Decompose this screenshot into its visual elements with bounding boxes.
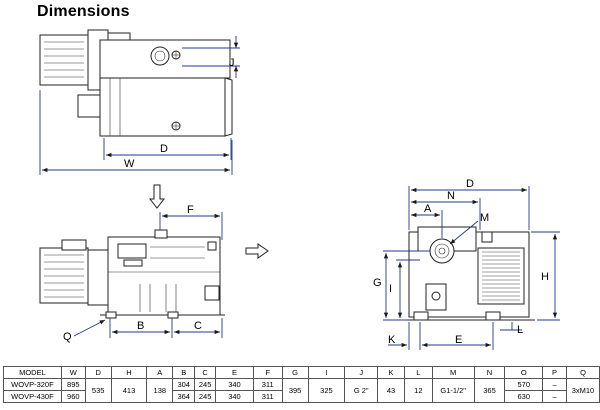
table-cell: 325 bbox=[307, 378, 346, 403]
side-view: F B C Q bbox=[39, 204, 225, 343]
table-cell: 340 bbox=[215, 390, 254, 403]
table-cell: – bbox=[542, 390, 567, 403]
table-header: L bbox=[403, 366, 433, 379]
dim-label-g: G bbox=[373, 277, 382, 289]
dim-label-f: F bbox=[187, 204, 194, 216]
dim-label-b: B bbox=[137, 320, 144, 332]
table-header: M bbox=[431, 366, 475, 379]
table-cell: 413 bbox=[110, 378, 148, 403]
view-right-arrow bbox=[245, 243, 269, 259]
table-cell: 340 bbox=[215, 378, 254, 391]
dim-label-l: L bbox=[517, 324, 523, 336]
table-header: W bbox=[60, 366, 86, 379]
dim-label-h: H bbox=[541, 271, 549, 283]
table-header: MODEL bbox=[3, 366, 62, 379]
table-cell: 535 bbox=[84, 378, 112, 403]
table-row: WOVP-320F 895 535 413 138 304 245 340 31… bbox=[3, 378, 600, 403]
motor-body-side bbox=[39, 247, 89, 304]
table-header: J bbox=[344, 366, 379, 379]
table-cell: – bbox=[542, 378, 567, 391]
dim-label-d-top: D bbox=[160, 143, 168, 155]
table-cell: 12 bbox=[403, 378, 433, 403]
table-header: D bbox=[84, 366, 112, 379]
table-header: H bbox=[110, 366, 148, 379]
table-cell: 395 bbox=[281, 378, 309, 403]
table-cell: 365 bbox=[473, 378, 506, 403]
dim-label-i: I bbox=[389, 283, 392, 295]
dim-label-c: C bbox=[194, 320, 202, 332]
table-header: O bbox=[504, 366, 544, 379]
table-header: B bbox=[172, 366, 196, 379]
table-cell: 895 bbox=[60, 378, 86, 391]
table-cell: 138 bbox=[146, 378, 174, 403]
table-cell: G1-1/2" bbox=[431, 378, 475, 403]
table-cell: 245 bbox=[194, 378, 217, 391]
view-down-arrow bbox=[148, 184, 166, 209]
dim-label-e: E bbox=[455, 334, 462, 346]
dim-label-q: Q bbox=[63, 331, 72, 343]
table-cell: 364 bbox=[172, 390, 196, 403]
top-view: J D W bbox=[39, 29, 240, 175]
dim-label-w: W bbox=[124, 158, 135, 170]
motor-body bbox=[39, 34, 89, 86]
exhaust-port bbox=[429, 238, 455, 264]
table-cell: 311 bbox=[252, 378, 283, 391]
table-cell: 311 bbox=[252, 390, 283, 403]
table-header: I bbox=[307, 366, 346, 379]
table-cell: 630 bbox=[504, 390, 544, 403]
table-cell: WOVP-320F bbox=[3, 378, 62, 391]
dimension-drawing: J D W bbox=[39, 29, 560, 350]
inlet-port-side bbox=[154, 229, 168, 239]
dim-label-n: N bbox=[447, 190, 455, 202]
table-header: N bbox=[473, 366, 506, 379]
table-cell: 304 bbox=[172, 378, 196, 391]
table-cell: 245 bbox=[194, 390, 217, 403]
dim-label-a: A bbox=[424, 203, 432, 215]
dim-label-d-end: D bbox=[466, 178, 474, 190]
table-header: K bbox=[377, 366, 405, 379]
spec-table: MODEL W D H A B C E F G I J K L M N O P … bbox=[3, 366, 600, 403]
table-header: C bbox=[194, 366, 217, 379]
dim-label-m: M bbox=[480, 212, 489, 224]
table-header-row: MODEL W D H A B C E F G I J K L M N O P … bbox=[3, 366, 600, 379]
inlet-port bbox=[150, 46, 170, 66]
table-cell: 3xM10 bbox=[565, 378, 600, 403]
table-header: E bbox=[215, 366, 254, 379]
table-row: WOVP-430F 960 364 245 340 311 630 – bbox=[3, 390, 600, 403]
page-title: Dimensions bbox=[37, 3, 130, 20]
table-cell: 960 bbox=[60, 390, 86, 403]
table-header: G bbox=[281, 366, 309, 379]
table-header: F bbox=[252, 366, 283, 379]
table-cell: G 2" bbox=[344, 378, 379, 403]
table-cell: WOVP-430F bbox=[3, 390, 62, 403]
end-view: D N A M G I H K E L bbox=[373, 178, 560, 350]
table-header: P bbox=[542, 366, 567, 379]
dim-label-j: J bbox=[229, 57, 235, 69]
dim-label-k: K bbox=[388, 334, 396, 346]
table-cell: 43 bbox=[377, 378, 405, 403]
table-header: A bbox=[146, 366, 174, 379]
table-cell: 570 bbox=[504, 378, 544, 391]
table-header: Q bbox=[565, 366, 600, 379]
